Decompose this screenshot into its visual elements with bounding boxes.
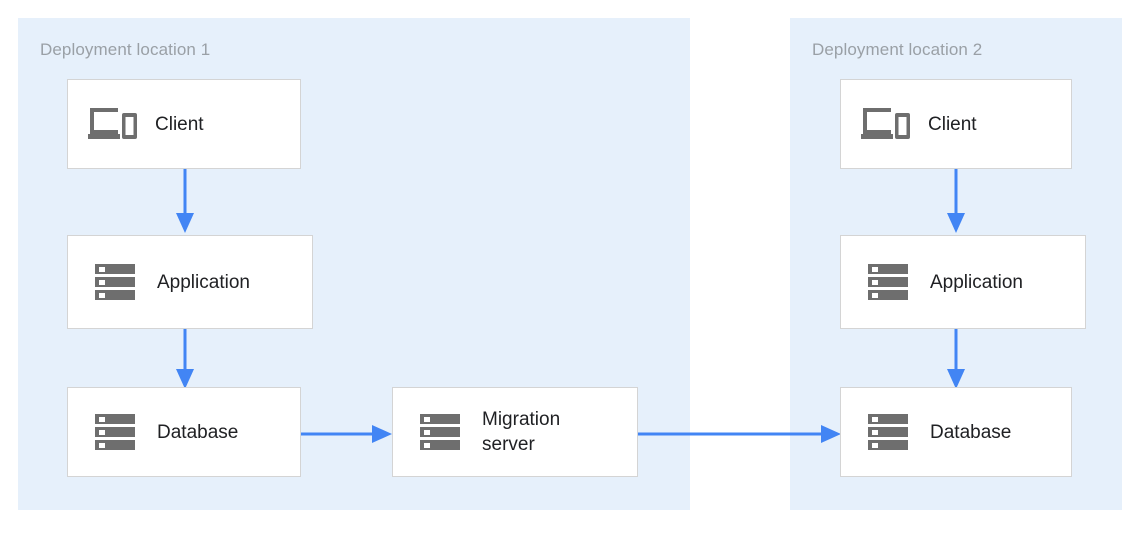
- node-client-1[interactable]: Client: [67, 79, 301, 169]
- connector-app2-to-db2: [946, 329, 966, 391]
- connector-client2-to-app2: [946, 169, 966, 235]
- node-client-2[interactable]: Client: [840, 79, 1072, 169]
- server-rack-icon: [866, 412, 910, 452]
- connector-db1-to-migration: [300, 423, 394, 445]
- server-rack-icon: [93, 262, 137, 302]
- connector-client1-to-app1: [175, 169, 195, 235]
- connector-app1-to-db1: [175, 329, 195, 391]
- deployment-zone-2-label: Deployment location 2: [812, 40, 983, 59]
- deployment-zone-1-label: Deployment location 1: [40, 40, 211, 59]
- node-client-2-label: Client: [928, 113, 977, 135]
- node-migration-server[interactable]: Migration server: [392, 387, 638, 477]
- client-devices-icon: [858, 104, 914, 144]
- node-client-1-label: Client: [155, 113, 204, 135]
- server-rack-icon: [418, 412, 462, 452]
- node-application-1-label: Application: [157, 271, 250, 293]
- node-database-1[interactable]: Database: [67, 387, 301, 477]
- client-devices-icon: [85, 104, 141, 144]
- node-application-2-label: Application: [930, 271, 1023, 293]
- node-application-1[interactable]: Application: [67, 235, 313, 329]
- node-database-2-label: Database: [930, 421, 1012, 443]
- node-database-2[interactable]: Database: [840, 387, 1072, 477]
- node-application-2[interactable]: Application: [840, 235, 1086, 329]
- node-database-1-label: Database: [157, 421, 239, 443]
- connector-migration-to-db2: [637, 423, 843, 445]
- server-rack-icon: [866, 262, 910, 302]
- server-rack-icon: [93, 412, 137, 452]
- node-migration-server-label: Migration server: [482, 409, 561, 455]
